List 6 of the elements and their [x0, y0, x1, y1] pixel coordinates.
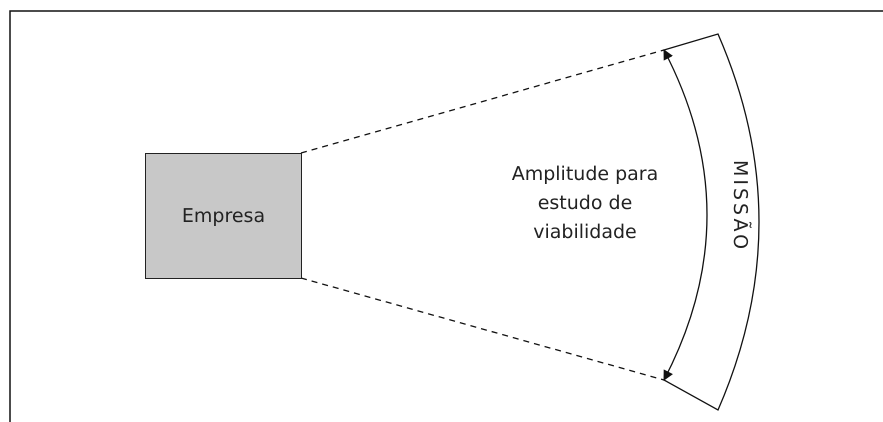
band-label: MISSÃO	[729, 160, 751, 252]
process-box	[145, 153, 302, 279]
dashed-line	[300, 49, 664, 154]
node-label: Empresa	[182, 205, 266, 227]
dashed-line	[300, 277, 664, 381]
annotation-text: Amplitude para estudo de viabilidade	[510, 162, 660, 245]
